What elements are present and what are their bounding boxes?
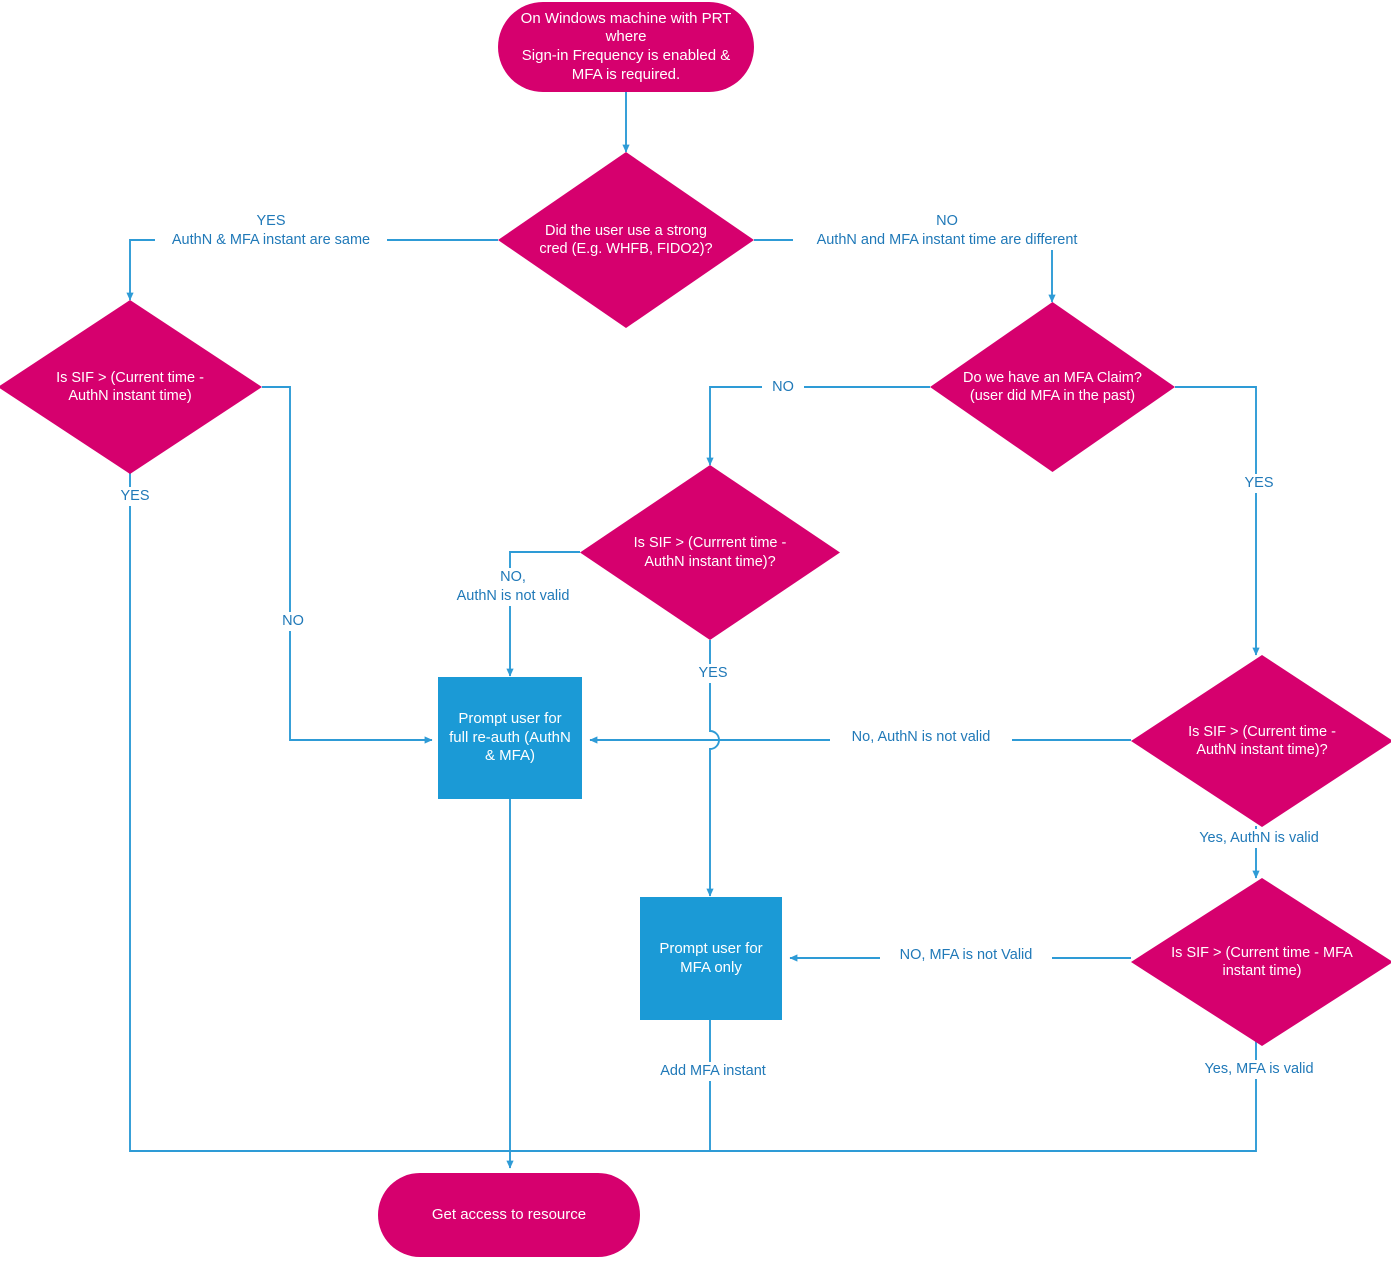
edge-mfaclaim-no [706, 386, 930, 466]
edge-rightmfa-yes [510, 1040, 1257, 1152]
node-sif-mfa-right[interactable]: Is SIF > (Current time - MFA instant tim… [1131, 878, 1391, 1046]
edge-leftsif-yes [129, 470, 510, 1152]
node-full-reauth[interactable]: Prompt user for full re-auth (AuthN & MF… [438, 677, 582, 799]
node-full-reauth-label: Prompt user for full re-auth (AuthN & MF… [449, 709, 571, 765]
edge-strongcred-yes [126, 239, 498, 301]
edge-strongcred-no [754, 239, 1056, 303]
edge-mfaclaim-yes [1175, 386, 1260, 656]
node-sif-authn-middle-label: Is SIF > (Currrent time - AuthN instant … [633, 535, 787, 570]
node-sif-authn-right-label: Is SIF > (Current time - AuthN instant t… [1188, 723, 1336, 758]
node-mfa-claim[interactable]: Do we have an MFA Claim? (user did MFA i… [930, 302, 1175, 472]
node-strong-cred-label: Did the user use a strong cred (E.g. WHF… [539, 222, 713, 257]
node-mfa-only-label: Prompt user for MFA only [659, 939, 763, 976]
node-sif-mfa-right-label: Is SIF > (Current time - MFA instant tim… [1171, 944, 1353, 979]
node-mfa-only[interactable]: Prompt user for MFA only [640, 897, 782, 1020]
node-end[interactable]: Get access to resource [378, 1173, 640, 1257]
edge-leftsif-no [262, 386, 433, 744]
node-end-label: Get access to resource [431, 1205, 587, 1223]
node-sif-authn-middle[interactable]: Is SIF > (Currrent time - AuthN instant … [580, 465, 840, 640]
node-start-label: On Windows machine with PRT where Sign-i… [520, 9, 732, 83]
node-sif-authn-right[interactable]: Is SIF > (Current time - AuthN instant t… [1131, 655, 1391, 827]
edge-midsif-yes [706, 640, 720, 897]
node-strong-cred[interactable]: Did the user use a strong cred (E.g. WHF… [498, 152, 754, 328]
node-mfa-claim-label: Do we have an MFA Claim? (user did MFA i… [963, 369, 1142, 404]
node-sif-authn-left-label: Is SIF > (Current time - AuthN instant t… [56, 369, 204, 404]
node-sif-authn-left[interactable]: Is SIF > (Current time - AuthN instant t… [0, 300, 262, 474]
node-start[interactable]: On Windows machine with PRT where Sign-i… [498, 2, 754, 92]
edge-midsif-no [506, 551, 580, 677]
